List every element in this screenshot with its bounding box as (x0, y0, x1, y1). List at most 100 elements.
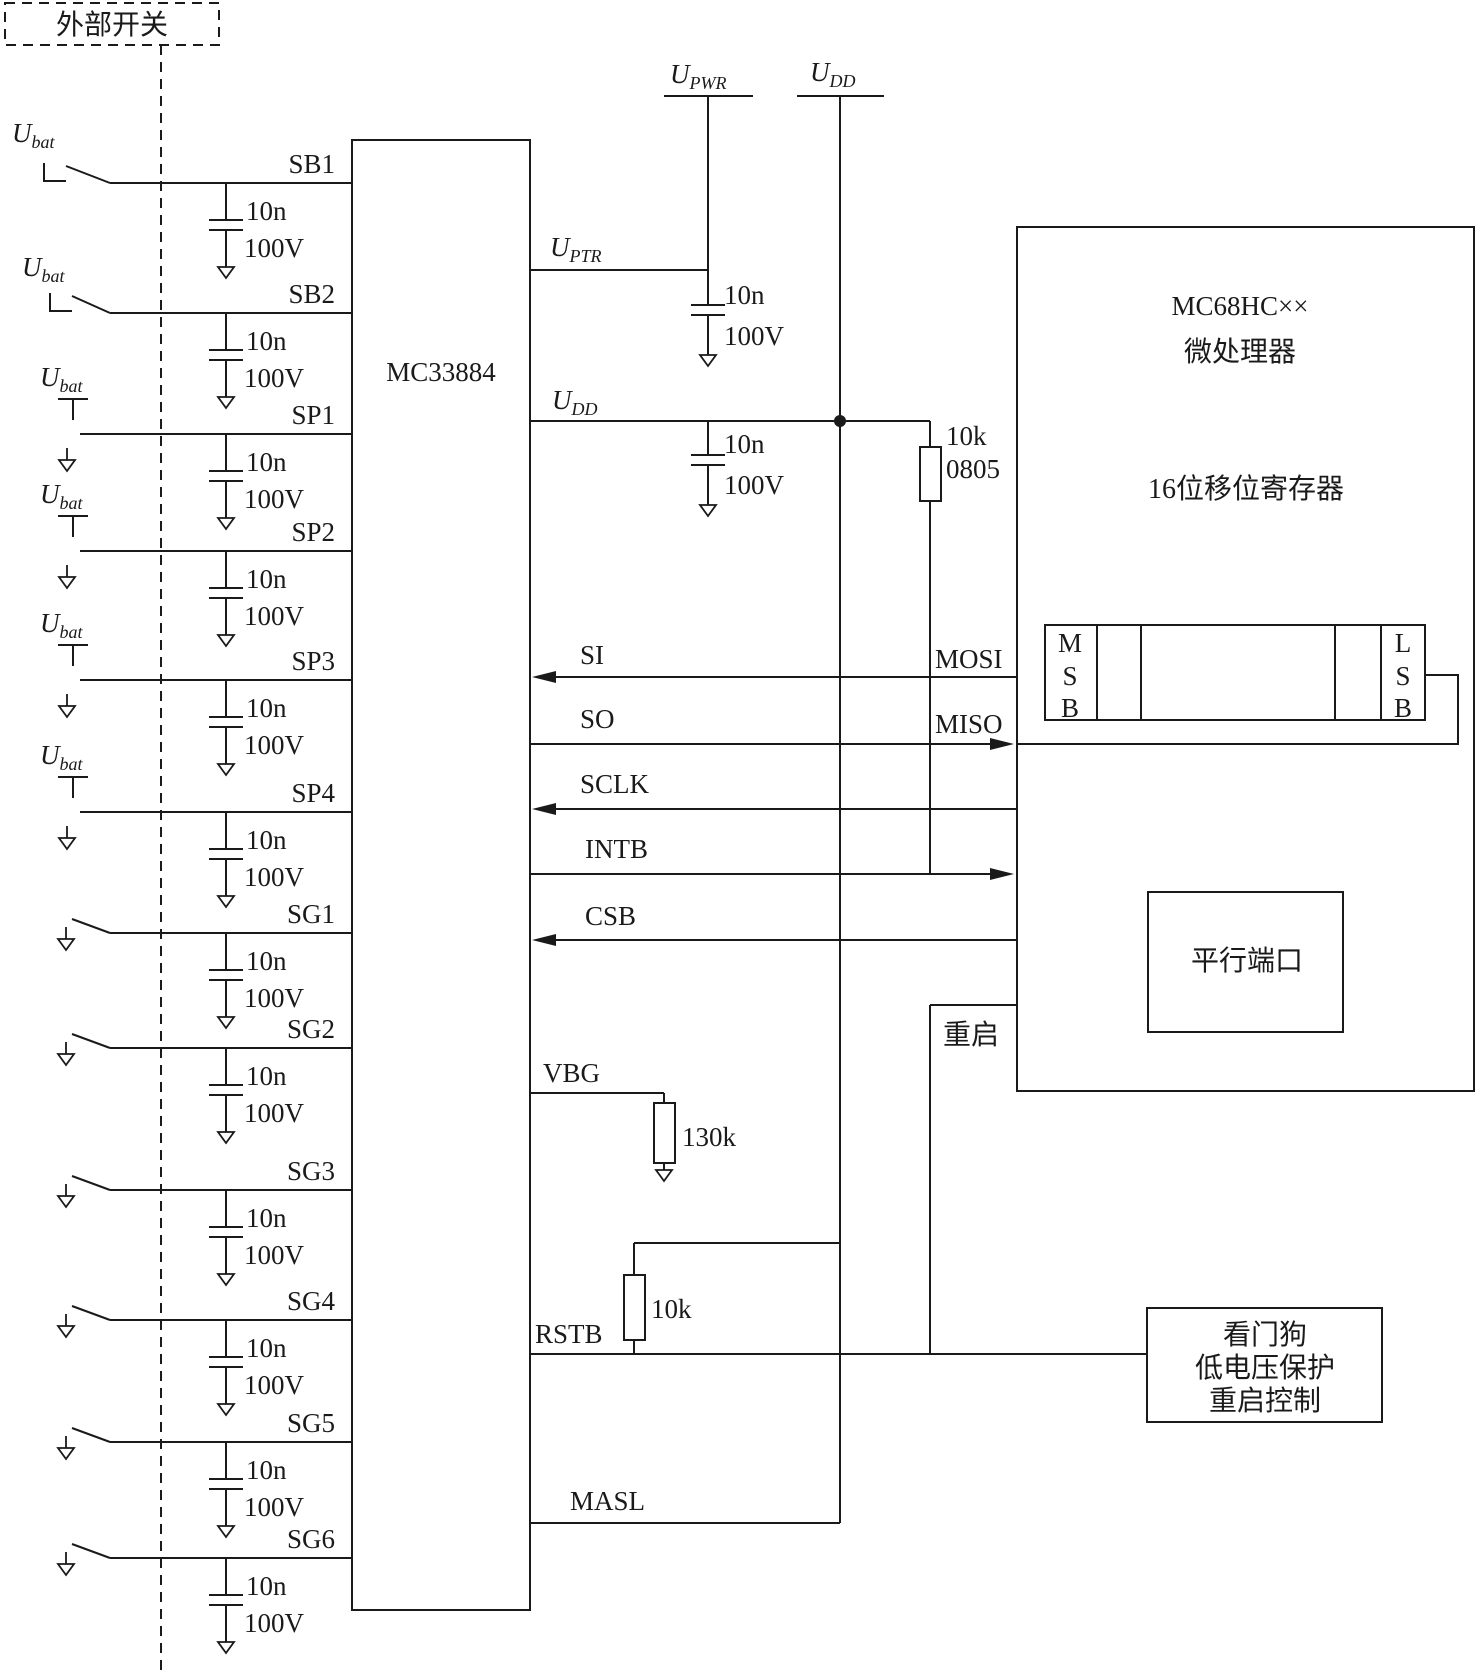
svg-text:10n: 10n (724, 280, 765, 310)
cap-value: 10n (246, 946, 287, 976)
cap-value: 10n (246, 1061, 287, 1091)
pin-label: SB1 (288, 149, 335, 179)
si-label: SI (580, 640, 604, 670)
watchdog-block: 看门狗 低电压保护 重启控制 (1146, 1307, 1383, 1423)
upwr-label: UPWR (670, 59, 726, 93)
chip-name: MC33884 (386, 357, 496, 387)
mosi-label: MOSI (935, 644, 1003, 674)
cap-voltage: 100V (244, 1240, 305, 1270)
svg-text:M: M (1058, 628, 1082, 658)
pin-label: SB2 (288, 279, 335, 309)
svg-text:100V: 100V (724, 470, 785, 500)
supply-rails: UPWR UDD UPTR UDD (530, 57, 930, 1523)
ubat-label: Ubat (40, 362, 84, 396)
uc-subtitle: 微处理器 (1184, 336, 1296, 368)
ubat-label: Ubat (40, 740, 84, 774)
pin-label: SP3 (291, 646, 335, 676)
svg-text:B: B (1061, 693, 1079, 723)
masl-label: MASL (570, 1486, 645, 1516)
csb-label: CSB (585, 901, 636, 931)
pin-label: SG4 (287, 1286, 336, 1316)
sclk-label: SCLK (580, 769, 650, 799)
masl-network: MASL (530, 1486, 840, 1524)
pin-label: SG5 (287, 1408, 335, 1438)
pin-label: SP1 (291, 400, 335, 430)
svg-text:看门狗: 看门狗 (1223, 1319, 1307, 1351)
so-label: SO (580, 704, 615, 734)
rstb-label: RSTB (535, 1319, 603, 1349)
svg-text:S: S (1062, 661, 1077, 691)
cap-voltage: 100V (244, 1370, 305, 1400)
pin-label: SG2 (287, 1014, 335, 1044)
cap-value: 10n (246, 1333, 287, 1363)
udd-top-label: UDD (810, 57, 856, 91)
cap-value: 10n (246, 1571, 287, 1601)
cap-value: 10n (246, 693, 287, 723)
cap-voltage: 100V (244, 862, 305, 892)
microcontroller-block: MC68HC×× 微处理器 16位移位寄存器 (1016, 226, 1475, 1092)
ubat-label: Ubat (12, 118, 56, 152)
cap-value: 10n (246, 1455, 287, 1485)
parallel-port-label: 平行端口 (1191, 945, 1303, 977)
cap-voltage: 100V (244, 484, 305, 514)
svg-text:130k: 130k (682, 1122, 737, 1152)
vbg-network: VBG 130k (530, 1058, 737, 1183)
svg-text:100V: 100V (724, 321, 785, 351)
mc33884-chip: MC33884 (351, 139, 531, 1611)
cap-value: 10n (246, 564, 287, 594)
reset-label: 重启 (943, 1019, 999, 1051)
pin-label: SP2 (291, 517, 335, 547)
input-channels: UbatSB110n100VUbatSB210n100VUbatSP110n10… (12, 118, 352, 1655)
shift-register-label: 16位移位寄存器 (1148, 473, 1344, 505)
ubat-label: Ubat (22, 252, 66, 286)
svg-text:10k: 10k (946, 421, 987, 451)
pullup-resistor: 10k 0805 (919, 421, 1000, 874)
svg-text:10n: 10n (724, 429, 765, 459)
pin-label: SP4 (291, 778, 335, 808)
cap-voltage: 100V (244, 233, 305, 263)
cap-value: 10n (246, 825, 287, 855)
cap-voltage: 100V (244, 983, 305, 1013)
svg-text:L: L (1395, 628, 1412, 658)
cap-voltage: 100V (244, 1098, 305, 1128)
cap-value: 10n (246, 326, 287, 356)
spi-bus: SI MOSI SO MISO SCLK INTB CSB (530, 640, 1017, 946)
intb-label: INTB (585, 834, 648, 864)
svg-text:10k: 10k (651, 1294, 692, 1324)
cap-voltage: 100V (244, 601, 305, 631)
cap-voltage: 100V (244, 730, 305, 760)
miso-label: MISO (935, 709, 1003, 739)
vbg-label: VBG (543, 1058, 600, 1088)
svg-text:S: S (1395, 661, 1410, 691)
cap-value: 10n (246, 196, 287, 226)
cap-value: 10n (246, 447, 287, 477)
pin-label: SG1 (287, 899, 335, 929)
external-switch-box: 外部开关 (4, 2, 220, 1670)
udd-junction (834, 415, 846, 427)
cap-value: 10n (246, 1203, 287, 1233)
cap-voltage: 100V (244, 1608, 305, 1638)
uptr-capacitor: 10n 100V (691, 270, 785, 368)
external-switch-label: 外部开关 (56, 9, 168, 41)
rstb-network: RSTB 10k 重启 (530, 1004, 1147, 1355)
svg-text:低电压保护: 低电压保护 (1195, 1352, 1335, 1384)
uptr-label: UPTR (550, 232, 602, 266)
svg-text:0805: 0805 (946, 454, 1000, 484)
udd-label: UDD (552, 385, 598, 419)
pin-label: SG6 (287, 1524, 335, 1554)
pin-label: SG3 (287, 1156, 335, 1186)
parallel-port: 平行端口 (1147, 891, 1344, 1033)
